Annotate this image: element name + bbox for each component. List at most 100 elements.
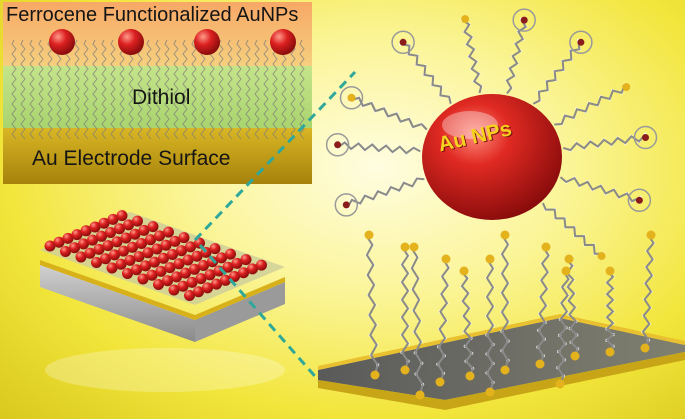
sulfur-atom: [485, 254, 495, 264]
slab-nanoparticle: [114, 223, 125, 235]
slab-nanoparticle: [145, 234, 156, 246]
ferrocene-ring: [512, 8, 536, 32]
slab-nanoparticle: [155, 265, 167, 277]
slab-nanoparticle: [122, 268, 133, 279]
slab-nanoparticle: [171, 271, 182, 283]
ferrocene-ligands: [325, 8, 658, 260]
dithiol-chain: [101, 39, 107, 140]
dithiol-chain: [263, 39, 269, 140]
slab-nanoparticle: [80, 225, 92, 237]
dithiol-chain: [173, 39, 179, 140]
slab-nanoparticle: [167, 249, 178, 260]
alkyl-chain: [410, 246, 424, 396]
slab-nanoparticle: [107, 213, 119, 225]
nanoparticle-highlight: [442, 111, 498, 139]
dithiol-chain: [146, 39, 152, 140]
alkyl-chain: [460, 270, 474, 377]
alkyl-chain: [641, 234, 655, 349]
dithiol-chain: [245, 39, 251, 140]
slab-nanoparticle: [169, 235, 181, 247]
slab-nanoparticle: [202, 282, 213, 294]
slab-nanoparticle: [62, 232, 74, 244]
sulfur-atom: [646, 230, 656, 240]
alkyl-chain: [400, 43, 452, 104]
dithiol-chain: [281, 39, 287, 140]
ferrocene-ring: [339, 86, 364, 110]
slab-nanoparticle: [182, 254, 194, 266]
gold-nanoparticle: [422, 94, 562, 220]
slab-nanoparticle: [209, 243, 221, 255]
slab-nanoparticle: [191, 250, 203, 262]
legend-nanoparticle: [194, 29, 220, 55]
zoom-line-upper: [193, 70, 357, 242]
ferrocene-ring: [569, 30, 593, 55]
slab-nanoparticle: [177, 280, 189, 292]
slab-nanoparticle: [176, 245, 187, 257]
slab-nanoparticle: [185, 241, 196, 253]
slab-nanoparticle: [78, 238, 89, 250]
slab-nanoparticle: [102, 240, 114, 252]
sulfur-atom: [564, 254, 574, 264]
sulfur-atom: [461, 15, 470, 24]
alkyl-chain: [563, 133, 646, 152]
slab-nanoparticle: [132, 215, 143, 227]
slab-nanoparticle: [184, 290, 195, 301]
sulfur-atom: [441, 254, 451, 264]
slab-nanoparticle: [111, 236, 123, 248]
slab-nanoparticle: [211, 278, 222, 290]
slab-nanoparticle: [91, 257, 102, 268]
slab-nanoparticle: [222, 261, 234, 273]
alkyl-chain: [436, 258, 450, 383]
dithiol-chain: [272, 39, 278, 140]
slab-nanoparticle: [124, 254, 136, 266]
slab-front-face: [40, 265, 195, 342]
dithiol-chain: [227, 39, 233, 140]
slab-nanoparticle: [133, 251, 145, 263]
layer-legend: [3, 2, 312, 184]
slab-nanoparticle: [118, 245, 129, 257]
sulfur-atom: [622, 83, 631, 91]
slab-nanoparticle: [154, 230, 165, 242]
dithiol-chain: [299, 39, 305, 140]
slab-nanoparticle: [163, 226, 174, 238]
alkyl-chain: [336, 141, 421, 155]
surface-dithiol-chains: [364, 230, 656, 400]
alkyl-chain: [605, 270, 615, 353]
alkyl-chain: [350, 96, 428, 131]
dithiol-chain: [56, 39, 62, 140]
slab-nanoparticle: [89, 221, 101, 233]
slab-nanoparticle: [220, 274, 231, 286]
electrode-layer-label: Au Electrode Surface: [32, 147, 231, 170]
dithiol-chain: [83, 39, 89, 140]
legend-nanoparticles: [49, 29, 296, 55]
slab-nanoparticle: [149, 256, 160, 268]
slab-nanoparticle: [105, 227, 116, 238]
ferrocene-ring: [633, 125, 658, 150]
slab-nanoparticle-array: [44, 210, 267, 301]
slab-nanoparticle: [60, 246, 71, 257]
dithiol-chain: [92, 39, 98, 140]
dithiol-chain: [164, 39, 170, 140]
slab-nanoparticle: [247, 263, 258, 275]
alkyl-chain: [536, 246, 550, 365]
dithiol-chain: [47, 39, 53, 140]
alkyl-chain: [556, 270, 570, 385]
slab-nanoparticle: [147, 221, 159, 233]
slab-nanoparticle: [75, 251, 87, 263]
dithiol-chain: [74, 39, 80, 140]
slab-nanoparticle: [96, 230, 107, 242]
slab-gold-edge: [40, 260, 285, 320]
slab-nanoparticle: [158, 252, 169, 264]
slab-nanoparticle: [136, 238, 147, 249]
dithiol-chain: [119, 39, 125, 140]
dithiol-chain: [110, 39, 116, 140]
legend-nanoparticle: [118, 29, 144, 55]
alkyl-chain: [461, 18, 483, 94]
dithiol-chain: [209, 39, 215, 140]
ferrocene-ring: [334, 193, 359, 217]
slab-nanoparticle: [164, 262, 176, 274]
alkyl-chain: [400, 246, 410, 371]
slab-nanoparticle: [131, 264, 142, 276]
iron-atom: [334, 141, 342, 149]
zoom-line-lower: [198, 244, 322, 383]
